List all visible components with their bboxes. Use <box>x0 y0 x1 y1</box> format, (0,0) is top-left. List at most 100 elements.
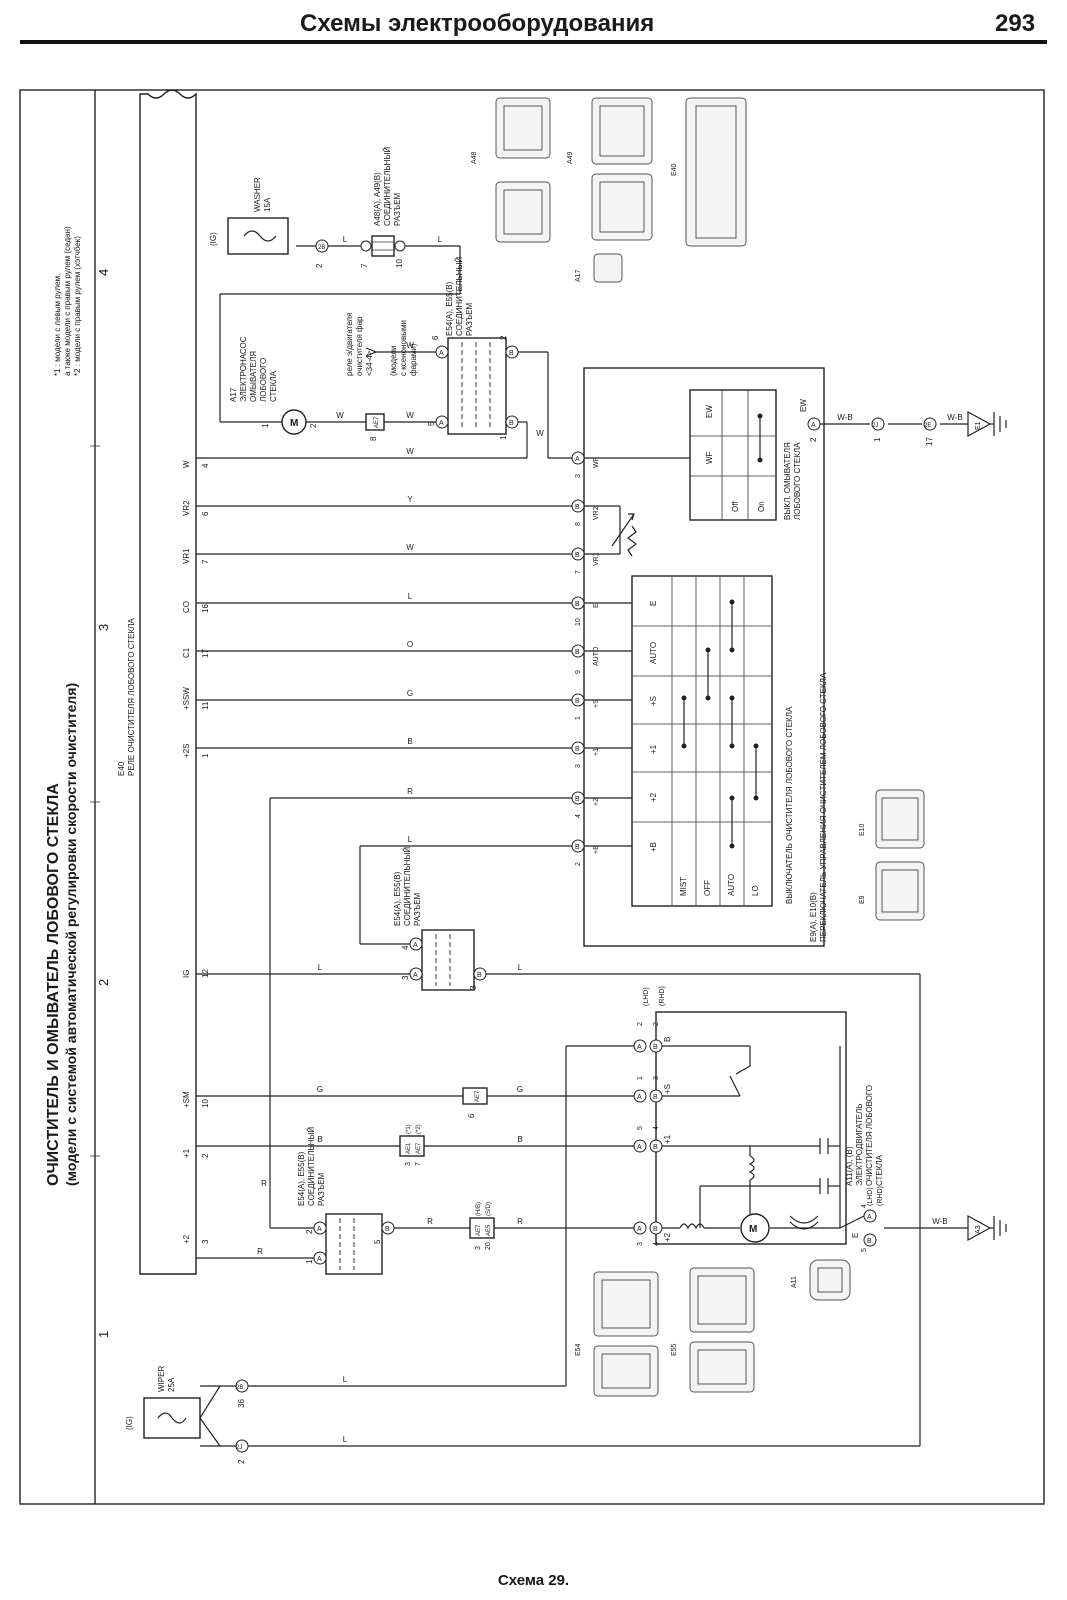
ew-pin-number: 2 <box>809 437 818 442</box>
junction-plus2: AE7 AE5 (H/B) (S/D) 3 20 <box>469 1202 495 1250</box>
svg-text:B: B <box>575 746 580 753</box>
svg-text:B: B <box>867 1238 872 1245</box>
svg-text:4: 4 <box>653 1126 660 1130</box>
svg-text:R: R <box>407 787 413 796</box>
variable-resistor-icon <box>627 525 637 557</box>
control-switch-box <box>583 367 825 947</box>
svg-text:E10: E10 <box>859 823 866 836</box>
svg-text:B: B <box>509 420 514 427</box>
svg-text:A: A <box>637 1226 642 1233</box>
svg-text:5: 5 <box>373 1239 382 1244</box>
svg-text:E55: E55 <box>671 1343 678 1356</box>
svg-text:B: B <box>663 1037 672 1042</box>
svg-text:1: 1 <box>575 716 582 720</box>
svg-text:ЭЛЕКТРОДВИГАТЕЛЬ: ЭЛЕКТРОДВИГАТЕЛЬ <box>855 1103 864 1186</box>
svg-text:(RHD): (RHD) <box>877 1186 884 1206</box>
svg-text:6: 6 <box>431 335 440 340</box>
svg-text:2: 2 <box>653 1022 660 1026</box>
svg-text:(S/D): (S/D) <box>486 1202 492 1216</box>
svg-text:B: B <box>477 972 482 979</box>
svg-text:A: A <box>575 456 580 463</box>
svg-text:B: B <box>517 1135 522 1144</box>
svg-text:G: G <box>517 1085 523 1094</box>
svg-text:ОЧИСТИТЕЛЯ ЛОБОВОГО: ОЧИСТИТЕЛЯ ЛОБОВОГО <box>865 1085 874 1186</box>
washer-switch-table: WF EW Off On ВЫКЛ. ОМЫВАТЕЛЯ ЛОБОВОГО СТ… <box>689 389 802 521</box>
svg-text:+S: +S <box>649 696 658 706</box>
svg-text:B: B <box>575 601 580 608</box>
svg-text:AE7: AE7 <box>416 1142 422 1154</box>
svg-text:A: A <box>439 420 444 427</box>
svg-text:17: 17 <box>925 437 934 446</box>
svg-text:AE7: AE7 <box>475 1090 481 1102</box>
svg-text:A48(A), A49(B): A48(A), A49(B) <box>373 172 382 226</box>
svg-text:W-B: W-B <box>837 413 852 422</box>
svg-text:C1: C1 <box>182 647 191 658</box>
svg-text:2B: 2B <box>318 245 325 251</box>
svg-text:1: 1 <box>201 753 210 758</box>
svg-text:A: A <box>413 942 418 949</box>
svg-text:ВЫКЛ. ОМЫВАТЕЛЯ: ВЫКЛ. ОМЫВАТЕЛЯ <box>783 442 792 520</box>
svg-text:Off: Off <box>731 501 740 512</box>
svg-text:AE1: AE1 <box>406 1142 412 1154</box>
svg-text:4: 4 <box>575 814 582 818</box>
svg-text:1: 1 <box>499 435 508 440</box>
svg-text:CO: CO <box>182 601 191 613</box>
svg-text:WF: WF <box>705 451 714 464</box>
wiper-fuse: WIPER 25A (IG) 2B 36 2J 2 <box>125 1366 249 1464</box>
grid-marker-1: 1 <box>96 1331 111 1338</box>
svg-text:AUTO: AUTO <box>727 874 736 896</box>
svg-text:3: 3 <box>405 1162 412 1166</box>
svg-text:3: 3 <box>401 975 410 980</box>
grid-marker-3: 3 <box>96 624 111 631</box>
svg-text:9: 9 <box>575 670 582 674</box>
svg-text:6: 6 <box>201 511 210 516</box>
svg-text:15A: 15A <box>263 197 272 212</box>
svg-text:3: 3 <box>653 1076 660 1080</box>
svg-text:6: 6 <box>467 1113 476 1118</box>
relay-wires <box>196 245 968 1447</box>
svg-text:4: 4 <box>653 1242 660 1246</box>
svg-text:СОЕДИНИТЕЛЬНЫЙ: СОЕДИНИТЕЛЬНЫЙ <box>307 1127 316 1206</box>
figure-caption: Схема 29. <box>497 1572 570 1589</box>
svg-text:W: W <box>182 460 191 468</box>
svg-text:VR2: VR2 <box>593 506 600 520</box>
svg-text:AE7: AE7 <box>476 1224 482 1236</box>
control-switch-pins: A B B B B B B B B 3 8 7 10 9 1 3 4 2 WF … <box>571 451 600 866</box>
svg-text:E40: E40 <box>671 163 678 176</box>
svg-text:ВЫКЛЮЧАТЕЛЬ ОЧИСТИТЕЛЯ ЛОБОВОГ: ВЫКЛЮЧАТЕЛЬ ОЧИСТИТЕЛЯ ЛОБОВОГО СТЕКЛА <box>785 706 794 904</box>
svg-text:5: 5 <box>861 1248 868 1252</box>
note-2: а также модели с правым рулем (седан) <box>63 226 72 376</box>
svg-text:2: 2 <box>305 1229 314 1234</box>
washer-pump: M A17 ЭЛЕКТРОНАСОС ОМЫВАТЕЛЯ ЛОБОВОГО СТ… <box>229 336 385 441</box>
svg-text:B: B <box>653 1094 658 1101</box>
svg-text:+SM: +SM <box>182 1091 191 1108</box>
svg-text:B: B <box>317 1135 322 1144</box>
svg-text:EW: EW <box>705 405 714 418</box>
svg-text:L: L <box>343 1435 348 1444</box>
svg-text:2: 2 <box>309 423 318 428</box>
note-1: *1 : модели с левым рулем, <box>53 274 62 376</box>
svg-text:2: 2 <box>201 1153 210 1158</box>
junction-plus1: AE1 AE7 (*1) (*2) 3 7 <box>399 1124 425 1166</box>
svg-text:M: M <box>749 1224 757 1235</box>
svg-text:СТЕКЛА: СТЕКЛА <box>875 1154 884 1186</box>
svg-text:L: L <box>438 235 443 244</box>
svg-text:E: E <box>649 601 658 606</box>
svg-text:1: 1 <box>873 437 882 442</box>
svg-text:WIPER: WIPER <box>157 1366 166 1392</box>
diagram-subtitle: (модели с системой автоматической регули… <box>63 683 79 1186</box>
svg-text:B: B <box>575 796 580 803</box>
svg-text:E: E <box>851 1233 860 1238</box>
svg-text:B: B <box>575 552 580 559</box>
svg-text:R: R <box>427 1217 433 1226</box>
svg-text:(модели: (модели <box>389 346 398 376</box>
svg-text:+B: +B <box>649 842 658 852</box>
svg-text:5: 5 <box>427 421 436 426</box>
svg-text:LO: LO <box>751 885 760 896</box>
svg-text:4: 4 <box>861 1204 868 1208</box>
svg-text:OFF: OFF <box>703 880 712 896</box>
svg-text:B: B <box>653 1226 658 1233</box>
ground-a3: A3 <box>967 1214 1007 1242</box>
svg-text:2: 2 <box>315 263 324 268</box>
svg-text:+SSW: +SSW <box>182 687 191 710</box>
